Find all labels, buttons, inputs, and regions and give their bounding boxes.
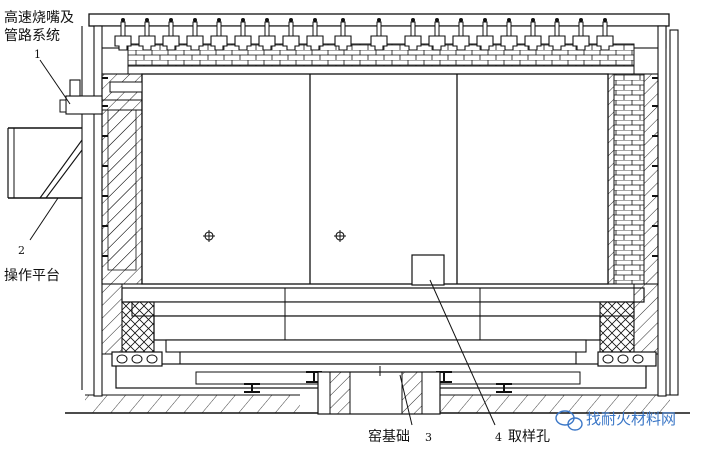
right-wall — [607, 73, 659, 285]
roof-hanger-bricks — [114, 18, 614, 51]
platform-label: 操作平台 — [4, 268, 60, 284]
sample-port — [411, 254, 445, 286]
thermocouple-mark-left — [203, 230, 215, 242]
ground — [65, 394, 690, 414]
roof-hanger — [572, 18, 590, 51]
roof-hanger — [306, 18, 324, 51]
roof-hanger — [404, 18, 422, 51]
foundation-label: 窑基础 — [368, 428, 410, 445]
roof-hanger — [138, 18, 156, 51]
roof-hanger — [282, 18, 300, 51]
left-wall — [101, 73, 143, 285]
roof-hanger — [334, 18, 352, 51]
burner-label-line2: 管路系统 — [4, 28, 60, 44]
roof-hanger — [524, 18, 542, 51]
roof-hanger — [234, 18, 252, 51]
sample-port-label: 取样孔 — [508, 429, 550, 445]
platform-label-number: 2 — [18, 244, 25, 257]
sand-seal-left — [111, 351, 163, 367]
roof-hanger — [428, 18, 446, 51]
burner-piping — [59, 79, 143, 115]
roof-hanger — [258, 18, 276, 51]
watermark-text: 找耐火材料网 — [586, 410, 676, 428]
kiln-chamber — [141, 73, 609, 286]
roof-hanger — [452, 18, 470, 51]
wechat-icon — [555, 410, 583, 431]
roof-hanger — [596, 18, 614, 51]
roof-hanger — [114, 18, 132, 51]
thermocouple-mark-center — [334, 230, 346, 242]
operating-platform — [7, 127, 83, 199]
foundation-label-number: 3 — [425, 431, 432, 444]
roof-hanger — [162, 18, 180, 51]
roof-hanger — [500, 18, 518, 51]
watermark: 找耐火材料网 — [555, 410, 676, 431]
roof-hanger — [548, 18, 566, 51]
sample-port-label-number: 4 — [495, 431, 502, 444]
roof-hanger — [186, 18, 204, 51]
leader-lines — [29, 59, 496, 426]
kiln-foundation — [317, 366, 441, 415]
sand-seal-right — [597, 351, 657, 367]
burner-label-line1: 高速烧嘴及 — [4, 9, 74, 26]
burner-label-number: 1 — [34, 48, 41, 61]
roof-hanger — [370, 18, 388, 51]
roof-hanger — [210, 18, 228, 51]
wall-anchor-studs — [102, 77, 658, 257]
roof-hanger — [476, 18, 494, 51]
